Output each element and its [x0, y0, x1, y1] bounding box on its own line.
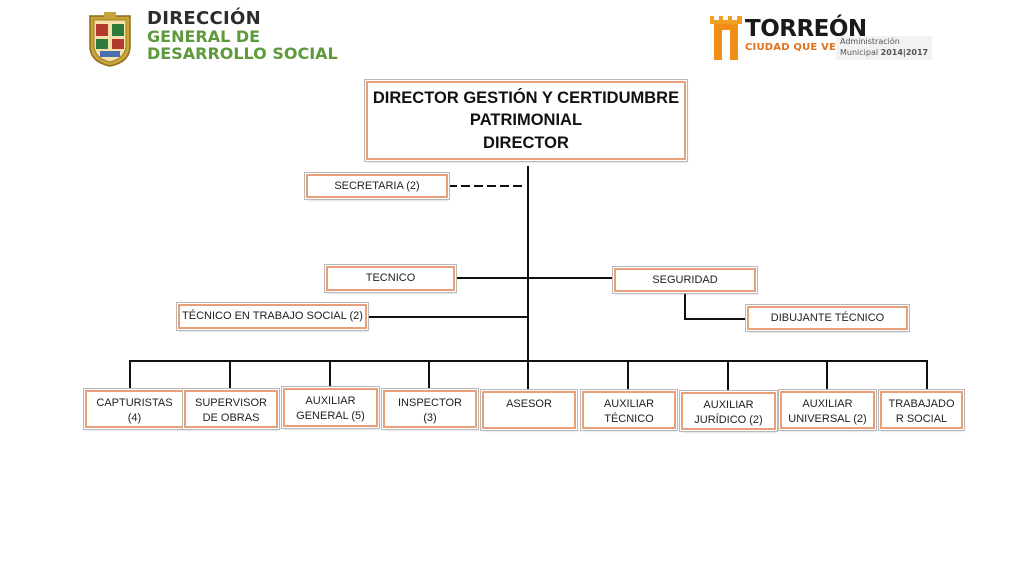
supervisor-obras-box: SUPERVISOR DE OBRAS — [184, 390, 278, 428]
right-logo-text: TORREÓN CIUDAD QUE VENCE — [745, 18, 867, 53]
drop-connector — [129, 360, 131, 390]
auxiliar-juridico-line-1: AUXILIAR — [703, 399, 754, 411]
tecnico-trabajo-social-label: TÉCNICO EN TRABAJO SOCIAL (2) — [182, 310, 363, 323]
director-line-3: DIRECTOR — [483, 133, 569, 152]
seguridad-box: SEGURIDAD — [614, 268, 756, 292]
dibujante-tecnico-label: DIBUJANTE TÉCNICO — [770, 311, 885, 324]
drop-connector — [527, 360, 529, 391]
seguridad-down-connector — [684, 292, 686, 319]
secretaria-dashed-connector — [448, 185, 526, 187]
torreon-tower-icon — [710, 16, 742, 60]
tecnico-trabajo-social-box: TÉCNICO EN TRABAJO SOCIAL (2) — [178, 304, 367, 329]
drop-connector — [926, 360, 928, 391]
trabajador-social-box: TRABAJADO R SOCIAL — [880, 391, 963, 429]
left-logo-text: DIRECCIÓN GENERAL DE DESARROLLO SOCIAL — [147, 8, 338, 63]
trabajo-social-connector — [367, 316, 528, 318]
drop-connector — [229, 360, 231, 390]
logo-line-3: DESARROLLO SOCIAL — [147, 43, 338, 63]
auxiliar-universal-box: AUXILIAR UNIVERSAL (2) — [780, 391, 875, 429]
capturistas-box: CAPTURISTAS (4) — [85, 390, 184, 428]
main-vertical-connector — [527, 166, 529, 362]
tecnico-label: TECNICO — [365, 272, 416, 285]
auxiliar-juridico-line-2: JURÍDICO (2) — [694, 413, 763, 426]
auxiliar-universal-line-1: AUXILIAR — [802, 398, 853, 410]
admin-line-1: Administración — [840, 37, 900, 46]
logo-line-2: GENERAL DE — [147, 26, 261, 46]
admin-municipal: Municipal — [840, 47, 879, 57]
admin-years: 2014|2017 — [880, 47, 929, 57]
director-box: DIRECTOR GESTIÓN Y CERTIDUMBRE PATRIMONI… — [366, 81, 686, 160]
capturistas-line-1: CAPTURISTAS — [96, 397, 173, 409]
auxiliar-universal-line-2: UNIVERSAL (2) — [788, 412, 867, 425]
inspector-line-1: INSPECTOR — [398, 397, 462, 409]
auxiliar-tecnico-box: AUXILIAR TÉCNICO — [582, 391, 676, 429]
asesor-box: ASESOR — [482, 391, 576, 429]
inspector-line-2: (3) — [423, 411, 437, 424]
auxiliar-juridico-box: AUXILIAR JURÍDICO (2) — [681, 392, 776, 430]
secretaria-box: SECRETARIA (2) — [306, 174, 448, 198]
logo-line-1: DIRECCIÓN — [147, 8, 261, 29]
coat-of-arms-icon — [86, 12, 134, 68]
auxiliar-tecnico-line-1: AUXILIAR — [603, 398, 655, 410]
drop-connector — [826, 360, 828, 391]
drop-connector — [627, 360, 629, 392]
drop-connector — [727, 360, 729, 392]
director-line-2: PATRIMONIAL — [469, 111, 583, 130]
inspector-box: INSPECTOR (3) — [383, 390, 477, 428]
seguridad-label: SEGURIDAD — [652, 273, 718, 286]
city-name: TORREÓN — [745, 16, 867, 42]
drop-connector — [428, 360, 430, 390]
trabajador-social-line-1: TRABAJADO — [888, 398, 955, 410]
capturistas-line-2: (4) — [127, 411, 142, 424]
trabajador-social-line-2: R SOCIAL — [895, 412, 948, 425]
supervisor-line-2: DE OBRAS — [202, 411, 260, 424]
administration-label: Administración Municipal 2014|2017 — [836, 36, 933, 60]
asesor-line-1: ASESOR — [506, 398, 552, 410]
auxiliar-tecnico-line-2: TÉCNICO — [604, 412, 654, 425]
auxiliar-general-line-1: AUXILIAR — [305, 395, 356, 407]
auxiliar-general-box: AUXILIAR GENERAL (5) — [283, 388, 378, 427]
tecnico-box: TECNICO — [326, 266, 455, 291]
tecnico-seguridad-connector — [455, 277, 615, 279]
admin-line-2: Municipal 2014|2017 — [840, 48, 928, 59]
auxiliar-general-line-2: GENERAL (5) — [296, 409, 365, 422]
drop-connector — [329, 360, 331, 388]
director-line-1: DIRECTOR GESTIÓN Y CERTIDUMBRE — [372, 89, 680, 108]
dibujante-tecnico-box: DIBUJANTE TÉCNICO — [747, 306, 908, 330]
dibujante-connector — [684, 318, 747, 320]
secretaria-label: SECRETARIA (2) — [334, 179, 420, 192]
supervisor-line-1: SUPERVISOR — [195, 397, 267, 409]
city-slogan: CIUDAD QUE VENCE — [745, 42, 860, 53]
